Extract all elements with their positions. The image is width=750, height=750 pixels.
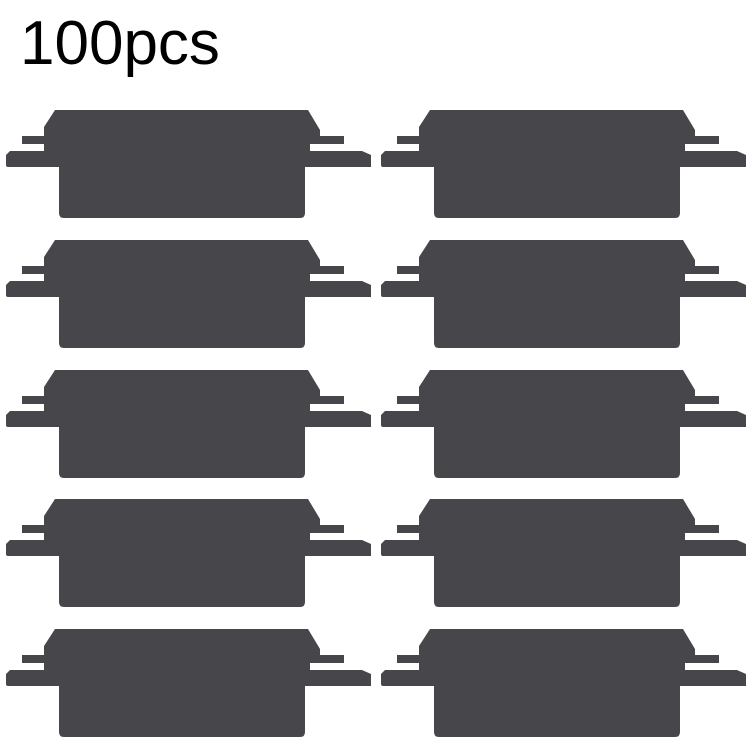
sticker-r2-c2 xyxy=(375,240,747,350)
sticker-r1-c2 xyxy=(375,110,747,220)
sticker-shape-icon xyxy=(381,629,746,737)
sticker-shape-icon xyxy=(6,370,371,478)
quantity-label: 100pcs xyxy=(20,9,220,78)
sticker-shape-icon xyxy=(381,110,746,218)
sticker-r4-c2 xyxy=(375,499,747,609)
sticker-r3-c1 xyxy=(0,370,372,480)
sticker-shape-icon xyxy=(6,240,371,348)
sticker-shape-icon xyxy=(6,629,371,737)
sticker-r1-c1 xyxy=(0,110,372,220)
sticker-shape-icon xyxy=(381,499,746,607)
sticker-shape-icon xyxy=(6,499,371,607)
sticker-r4-c1 xyxy=(0,499,372,609)
sticker-r5-c2 xyxy=(375,629,747,739)
sticker-r3-c2 xyxy=(375,370,747,480)
sticker-shape-icon xyxy=(381,240,746,348)
sticker-shape-icon xyxy=(6,110,371,218)
sticker-shape-icon xyxy=(381,370,746,478)
sticker-r5-c1 xyxy=(0,629,372,739)
sticker-r2-c1 xyxy=(0,240,372,350)
